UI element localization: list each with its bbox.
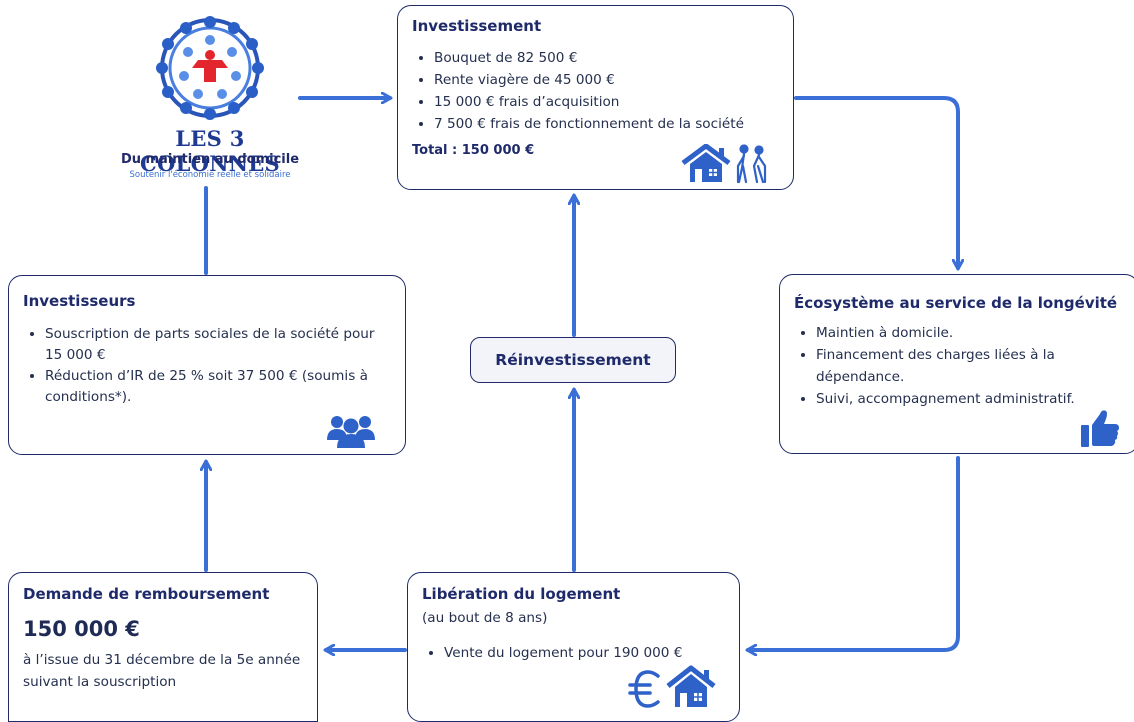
liberation-box: Libération du logement (au bout de 8 ans…	[407, 572, 740, 722]
list-item: Rente viagère de 45 000 €	[434, 69, 779, 91]
thumbs-up-icon	[1081, 410, 1119, 447]
investissement-title: Investissement	[412, 17, 542, 35]
logo: LES 3 COLONNES Du maintien au domicile S…	[110, 8, 310, 188]
liberation-title: Libération du logement	[422, 585, 621, 603]
group-icon	[327, 416, 375, 448]
liberation-subtitle: (au bout de 8 ans)	[422, 610, 548, 626]
euro-icon	[628, 670, 660, 708]
logo-subtitle: Du maintien au domicile	[120, 152, 300, 167]
elderly-couple-icon	[736, 144, 767, 184]
investisseurs-box: Investisseurs Souscription de parts soci…	[8, 275, 406, 455]
list-item: 7 500 € frais de fonctionnement de la so…	[434, 113, 779, 135]
logo-brand-name: LES 3 COLONNES	[139, 126, 281, 176]
arrow-ecosysteme-to-liberation	[748, 456, 960, 650]
list-item: Souscription de parts sociales de la soc…	[45, 324, 391, 366]
ecosysteme-list: Maintien à domicile. Financement des cha…	[794, 322, 1126, 410]
list-item: Financement des charges liées à la dépen…	[816, 344, 1126, 388]
investisseurs-list: Souscription de parts sociales de la soc…	[23, 324, 391, 408]
list-item: Suivi, accompagnement administratif.	[816, 388, 1126, 410]
reinvestissement-box: Réinvestissement	[470, 337, 676, 383]
list-item: Vente du logement pour 190 000 €	[444, 643, 725, 664]
logo-emblem-icon	[156, 16, 264, 120]
house-icon	[681, 144, 731, 182]
house-icon	[666, 665, 716, 707]
investissement-box: Investissement Bouquet de 82 500 € Rente…	[397, 5, 794, 190]
list-item: 15 000 € frais d’acquisition	[434, 91, 779, 113]
arrow-investissement-to-ecosysteme	[794, 96, 958, 268]
ecosysteme-box: Écosystème au service de la longévité Ma…	[779, 274, 1134, 454]
liberation-list: Vente du logement pour 190 000 €	[422, 643, 725, 664]
ecosysteme-title: Écosystème au service de la longévité	[794, 294, 1118, 312]
list-item: Réduction d’IR de 25 % soit 37 500 € (so…	[45, 366, 391, 408]
list-item: Bouquet de 82 500 €	[434, 47, 779, 69]
investissement-total: Total : 150 000 €	[412, 143, 535, 158]
demande-title: Demande de remboursement	[23, 585, 270, 603]
list-item: Maintien à domicile.	[816, 322, 1126, 344]
logo-tagline: Soutenir l'économie réelle et solidaire	[129, 170, 291, 180]
demande-box: Demande de remboursement 150 000 € à l’i…	[8, 572, 318, 722]
investissement-list: Bouquet de 82 500 € Rente viagère de 45 …	[412, 47, 779, 135]
demande-amount: 150 000 €	[23, 617, 140, 641]
reinvestissement-label: Réinvestissement	[495, 351, 651, 369]
investisseurs-title: Investisseurs	[23, 292, 136, 310]
demande-note: à l’issue du 31 décembre de la 5e année …	[23, 652, 301, 690]
